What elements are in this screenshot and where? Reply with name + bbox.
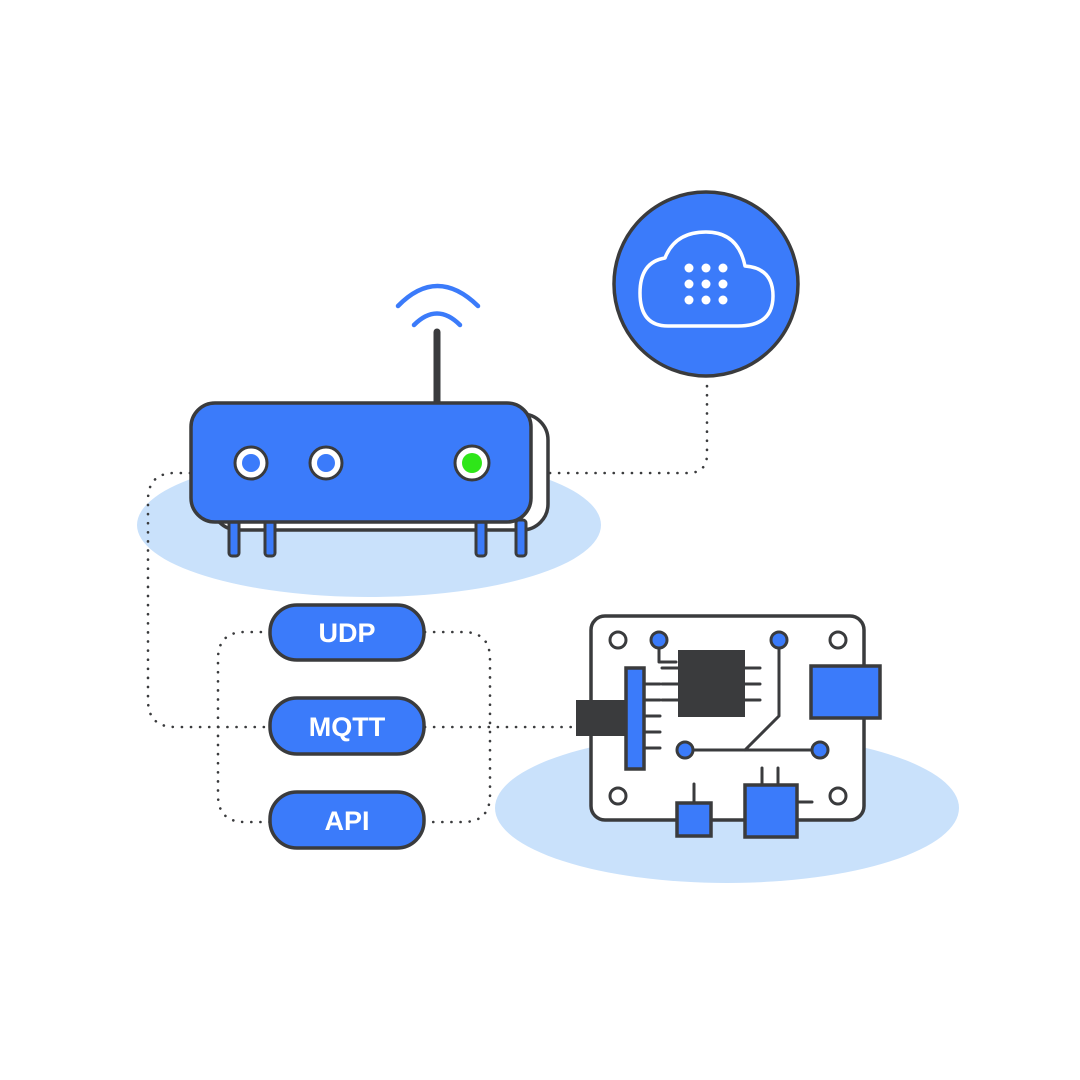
cloud-node: [612, 190, 800, 378]
cloud-grid-dots: [684, 263, 728, 305]
board-mounting-holes: [608, 630, 848, 806]
protocol-udp-label: UDP: [318, 618, 375, 648]
protocol-udp: UDP: [268, 603, 426, 662]
router-status-led: [453, 444, 491, 482]
board-chip: [660, 650, 762, 717]
router-port-1: [233, 445, 269, 481]
board-small-component: [675, 782, 713, 838]
board-pin-header: [624, 666, 646, 771]
board-module: [809, 664, 882, 720]
header-pins: [642, 682, 662, 750]
circuit-board-icon: [576, 614, 882, 839]
cloud-icon: [638, 230, 775, 328]
protocol-api: API: [268, 790, 426, 850]
connection-lines: [146, 376, 709, 824]
wifi-icon: [395, 283, 481, 328]
protocol-mqtt: MQTT: [268, 696, 426, 756]
router-icon: [189, 283, 550, 558]
router-cloud-link: [548, 376, 709, 475]
router-port-2: [308, 445, 344, 481]
protocol-left-loop: [216, 630, 272, 824]
router-mqtt-link: [146, 471, 272, 729]
protocol-mqtt-label: MQTT: [309, 712, 386, 742]
router-body: [189, 401, 533, 524]
board-pads: [649, 630, 830, 760]
protocol-api-label: API: [324, 806, 369, 836]
board-large-component: [743, 766, 814, 839]
board-connector: [576, 700, 628, 736]
